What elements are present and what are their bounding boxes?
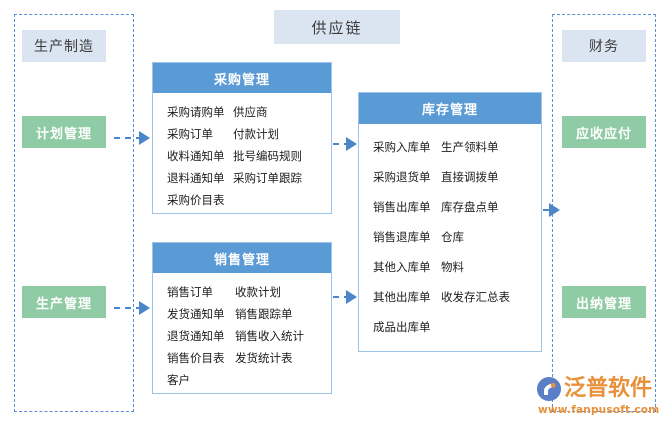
list-item[interactable]: 退料通知单 采购订单跟踪 (153, 167, 331, 189)
list-item-label: 采购退货单 (373, 170, 431, 184)
list-item[interactable]: 采购价目表 (153, 189, 331, 211)
finance-domain-column (552, 14, 656, 412)
module-cashier-management[interactable]: 出纳管理 (562, 286, 646, 318)
list-item-label: 客户 (167, 373, 190, 387)
list-item-label: 库存盘点单 (441, 200, 499, 214)
arrowhead-production-to-sales (139, 301, 150, 315)
module-plan-management[interactable]: 计划管理 (22, 116, 106, 148)
list-item-label: 付款计划 (233, 127, 279, 141)
list-item[interactable]: 其他出库单 收发存汇总表 (359, 282, 541, 312)
list-item-label: 批号编码规则 (233, 149, 302, 163)
brand-logo-row: 泛普软件 (536, 376, 652, 402)
list-item[interactable]: 收料通知单 批号编码规则 (153, 145, 331, 167)
list-item-label: 销售出库单 (373, 200, 431, 214)
list-item[interactable]: 采购入库单 生产领料单 (359, 132, 541, 162)
panel-inventory-management-body: 采购入库单 生产领料单 采购退货单 直接调拨单 销售出库单 库存盘点单 销售退库… (359, 124, 541, 348)
production-domain-column (14, 14, 134, 412)
list-item[interactable]: 销售退库单 仓库 (359, 222, 541, 252)
list-item[interactable]: 采购退货单 直接调拨单 (359, 162, 541, 192)
list-item[interactable]: 销售出库单 库存盘点单 (359, 192, 541, 222)
list-item-label: 采购价目表 (167, 193, 225, 207)
list-item[interactable]: 发货通知单 销售跟踪单 (153, 303, 331, 325)
panel-inventory-management[interactable]: 库存管理 采购入库单 生产领料单 采购退货单 直接调拨单 销售出库单 库存盘点单… (358, 92, 542, 352)
list-item[interactable]: 客户 (153, 369, 331, 391)
panel-inventory-management-title: 库存管理 (421, 103, 478, 118)
module-cashier-management-label: 出纳管理 (575, 296, 632, 312)
list-item-label: 供应商 (233, 105, 268, 119)
panel-purchase-management-title: 采购管理 (213, 72, 270, 88)
panel-purchase-management[interactable]: 采购管理 采购请购单 供应商 采购订单 付款计划 收料通知单 批号编码规则 退料… (152, 62, 332, 214)
list-item[interactable]: 其他入库单 物料 (359, 252, 541, 282)
finance-domain-title-label: 财务 (589, 39, 619, 55)
list-item-label: 发货统计表 (235, 351, 293, 365)
list-item[interactable]: 销售订单 收款计划 (153, 281, 331, 303)
brand-logo: 泛普软件 www.fanpusoft.com (536, 376, 659, 416)
list-item[interactable]: 采购订单 付款计划 (153, 123, 331, 145)
brand-logo-name: 泛普软件 (564, 376, 653, 401)
list-item-label: 收发存汇总表 (441, 290, 510, 304)
brand-logo-url: www.fanpusoft.com (538, 404, 660, 416)
panel-purchase-management-body: 采购请购单 供应商 采购订单 付款计划 收料通知单 批号编码规则 退料通知单 采… (153, 93, 331, 217)
module-receivable-payable[interactable]: 应收应付 (562, 116, 646, 148)
list-item-label: 退货通知单 (167, 329, 225, 343)
module-receivable-payable-label: 应收应付 (575, 126, 632, 142)
module-production-management-label: 生产管理 (35, 296, 92, 312)
list-item-label: 采购请购单 (167, 105, 225, 119)
arrowhead-plan-to-purchase (139, 131, 150, 145)
list-item-label: 仓库 (441, 230, 464, 244)
arrowhead-purchase-to-inventory (346, 137, 357, 151)
list-item[interactable]: 采购请购单 供应商 (153, 101, 331, 123)
list-item-label: 成品出库单 (373, 320, 431, 334)
panel-sales-management-title: 销售管理 (213, 252, 270, 268)
list-item-label: 发货通知单 (167, 307, 225, 321)
supply-chain-banner-label: 供应链 (311, 18, 363, 37)
list-item-label: 收款计划 (235, 285, 281, 299)
production-domain-title: 生产制造 (22, 30, 106, 62)
connector-sales-to-inventory (333, 296, 349, 298)
list-item-label: 退料通知单 (167, 171, 225, 185)
list-item-label: 采购订单 (167, 127, 213, 141)
list-item-label: 销售跟踪单 (235, 307, 293, 321)
list-item-label: 其他入库单 (373, 260, 431, 274)
list-item[interactable]: 退货通知单 销售收入统计 (153, 325, 331, 347)
list-item-label: 销售订单 (167, 285, 213, 299)
list-item-label: 销售价目表 (167, 351, 225, 365)
panel-inventory-management-header: 库存管理 (359, 93, 541, 124)
list-item-label: 销售收入统计 (235, 329, 304, 343)
list-item-label: 其他出库单 (373, 290, 431, 304)
panel-purchase-management-header: 采购管理 (153, 63, 331, 93)
list-item-label: 收料通知单 (167, 149, 225, 163)
list-item-label: 采购入库单 (373, 140, 431, 154)
fanpu-logo-icon (536, 376, 562, 402)
arrowhead-inventory-to-finance (549, 203, 560, 217)
list-item[interactable]: 成品出库单 (359, 312, 541, 342)
list-item[interactable]: 销售价目表 发货统计表 (153, 347, 331, 369)
finance-domain-title: 财务 (562, 30, 646, 62)
panel-sales-management[interactable]: 销售管理 销售订单 收款计划 发货通知单 销售跟踪单 退货通知单 销售收入统计 … (152, 242, 332, 394)
connector-plan-to-purchase (114, 137, 140, 139)
connector-purchase-to-inventory (333, 143, 349, 145)
list-item-label: 物料 (441, 260, 464, 274)
list-item-label: 生产领料单 (441, 140, 499, 154)
supply-chain-banner: 供应链 (274, 10, 400, 44)
list-item-label: 销售退库单 (373, 230, 431, 244)
connector-production-to-sales (114, 307, 140, 309)
list-item-label: 直接调拨单 (441, 170, 499, 184)
panel-sales-management-header: 销售管理 (153, 243, 331, 273)
module-plan-management-label: 计划管理 (35, 126, 92, 142)
module-production-management[interactable]: 生产管理 (22, 286, 106, 318)
panel-sales-management-body: 销售订单 收款计划 发货通知单 销售跟踪单 退货通知单 销售收入统计 销售价目表… (153, 273, 331, 397)
arrowhead-sales-to-inventory (346, 290, 357, 304)
production-domain-title-label: 生产制造 (34, 39, 94, 55)
list-item-label: 采购订单跟踪 (233, 171, 302, 185)
